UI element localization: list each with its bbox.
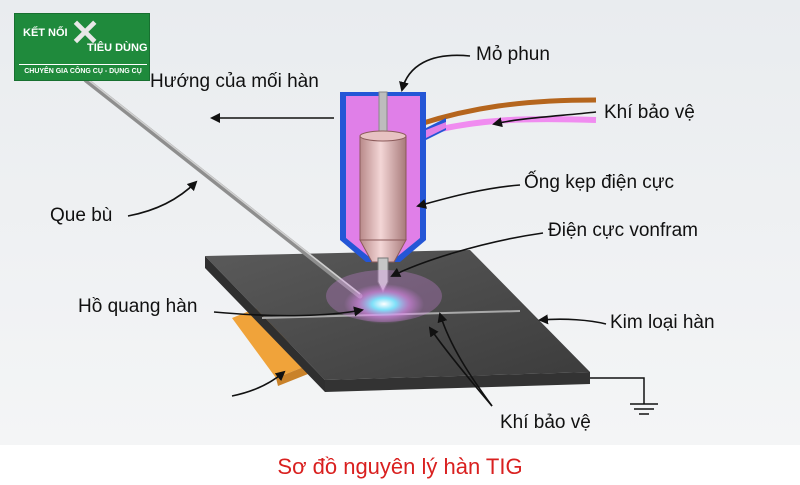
logo-text-line1: KẾT NỐI [23,27,68,39]
arrow-base-metal [538,314,607,325]
ground-symbol [590,377,658,415]
electrode-top [378,91,388,137]
arrow-tungsten [390,232,544,277]
filler-rod [83,77,363,299]
label-shield-gas-bottom: Khí bảo vệ [500,412,591,433]
diagram-caption: Sơ đồ nguyên lý hàn TIG [277,454,523,479]
arrow-nozzle [399,54,471,92]
collet [359,130,407,263]
arrow-welding-arc [213,306,364,317]
welding-arc [344,284,424,324]
arrow-filler-rod [127,180,198,217]
label-tungsten-electrode: Điện cực vonfram [548,220,698,241]
logo-tagline: CHUYÊN GIA CÔNG CỤ - DỤNG CỤ [19,64,147,75]
arrow-shield-gas-top [492,111,597,128]
label-collet: Ống kẹp điện cực [524,172,675,193]
arrow-shield-gas-bottom-1 [437,312,493,407]
label-base-metal: Kim loại hàn [610,312,715,333]
label-shield-gas-top: Khí bảo vệ [604,102,695,123]
filler-rod-highlight [85,77,361,295]
leader-arrows [127,54,607,407]
label-weld-direction: Hướng của mối hàn [150,71,319,92]
label-welding-arc: Hồ quang hàn [78,296,198,317]
gas-hose-top [419,97,597,127]
logo-text-line2: TIÊU DÙNG [87,42,148,54]
label-nozzle: Mỏ phun [476,44,550,65]
arrow-backing-bar [231,370,286,397]
label-filler-rod: Que bù [50,205,113,226]
arrow-shield-gas-bottom-2 [428,326,493,407]
brand-logo: KẾT NỐI ✕ TIÊU DÙNG CHUYÊN GIA CÔNG CỤ -… [14,12,150,81]
logo-x-mark: ✕ [70,12,101,53]
arrow-collet [416,184,521,209]
